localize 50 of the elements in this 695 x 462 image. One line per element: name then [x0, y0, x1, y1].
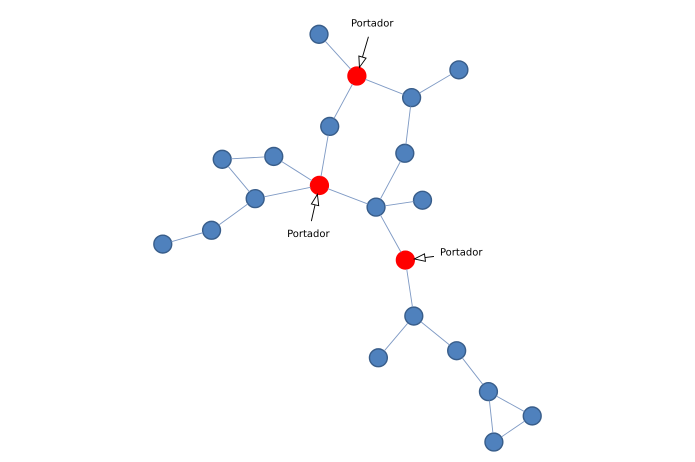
- connector: [218, 203, 248, 226]
- connector: [488, 400, 494, 434]
- connector: [420, 321, 450, 346]
- connector: [405, 106, 411, 145]
- connector: [384, 201, 414, 206]
- node-circle: [212, 150, 232, 169]
- connector: [462, 357, 484, 385]
- node-circle: [447, 341, 466, 360]
- connector: [334, 84, 354, 119]
- connector: [496, 396, 525, 412]
- connector: [327, 188, 368, 204]
- node-text: Portador: [440, 248, 482, 259]
- node-circle: [310, 176, 330, 196]
- node-circle: [309, 24, 329, 44]
- arrow: [310, 193, 320, 222]
- node-text: Portador: [287, 228, 330, 240]
- arrow: [358, 36, 369, 69]
- node-circle: [347, 66, 367, 86]
- node-circle: [404, 306, 424, 326]
- connector: [324, 40, 352, 70]
- connector: [501, 420, 526, 438]
- node-circle: [449, 60, 469, 80]
- connector: [230, 156, 266, 160]
- node-circle: [264, 146, 284, 166]
- node-circle: [366, 198, 386, 217]
- connector: [320, 134, 329, 177]
- connector: [418, 74, 452, 94]
- node-text: Portador: [351, 18, 394, 30]
- connector: [364, 78, 404, 95]
- node-circle: [402, 88, 422, 108]
- node-circle: [522, 406, 542, 426]
- node-circle: [395, 144, 414, 163]
- node-circle: [368, 348, 388, 368]
- node-circle: [246, 189, 265, 208]
- connector: [228, 166, 250, 192]
- connector: [380, 160, 402, 200]
- node-circle: [320, 116, 340, 136]
- arrow: [412, 253, 434, 262]
- connector: [380, 214, 402, 253]
- node-circle: [396, 250, 415, 270]
- node-circle: [484, 432, 504, 452]
- connector: [406, 268, 413, 308]
- node-circle: [478, 382, 498, 402]
- connector: [384, 322, 408, 352]
- connector: [281, 160, 312, 182]
- connector: [264, 186, 312, 198]
- node-circle: [153, 234, 172, 254]
- node-circle: [412, 190, 432, 210]
- node-circle: [202, 220, 222, 240]
- connector: [170, 232, 204, 242]
